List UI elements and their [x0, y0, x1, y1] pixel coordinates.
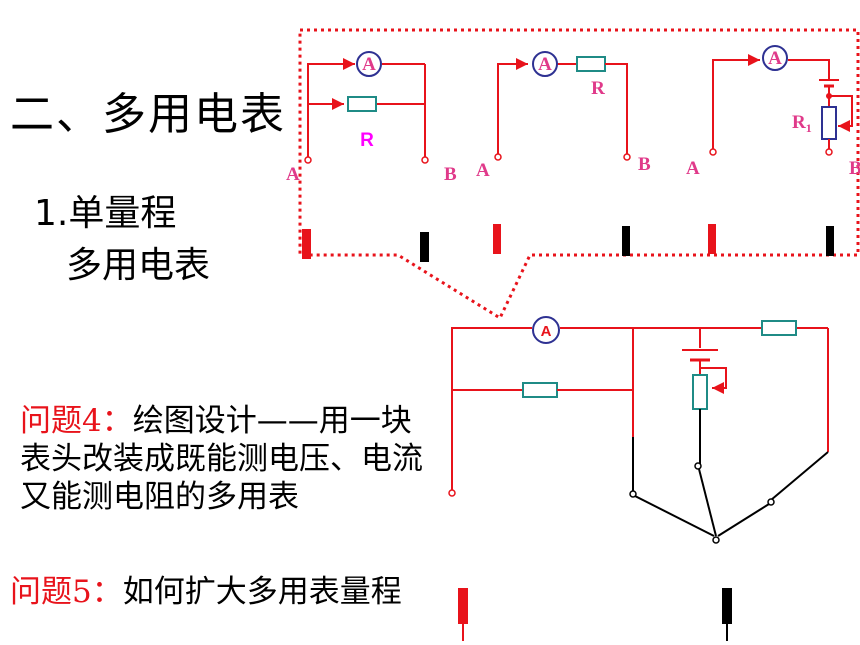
- terminal-a: [304, 156, 312, 164]
- ammeter-symbol: [356, 51, 382, 77]
- switch-contact-1: [629, 490, 637, 498]
- terminal-b: [421, 156, 429, 164]
- ammeter-symbol: [532, 51, 558, 77]
- terminal-b-label: B: [638, 154, 651, 175]
- terminal-a: [494, 153, 502, 161]
- terminal-a-label: A: [686, 158, 700, 179]
- terminal-b: [825, 148, 833, 156]
- terminal-a: [709, 148, 717, 156]
- rheostat: [692, 374, 708, 410]
- shunt-resistor-label: R: [360, 130, 374, 151]
- ammeter-label: A: [541, 323, 552, 340]
- rheostat: [821, 106, 837, 140]
- probe-black: [420, 232, 429, 262]
- ammeter-symbol: [532, 316, 560, 344]
- page-title: 二、多用电表: [10, 89, 286, 140]
- circuit-ohmmeter: A R1 A B: [686, 45, 860, 256]
- section-heading: 1.单量程: [34, 193, 177, 234]
- question-5: 问题5：如何扩大多用表量程: [10, 566, 402, 611]
- ammeter-label: A: [538, 54, 552, 75]
- question-4-text: 绘图设计——用一块表头改装成既能测电压、电流又能测电阻的多用表: [20, 403, 423, 515]
- terminal-b-label: B: [444, 164, 457, 185]
- switch-contact-3: [767, 498, 775, 506]
- shunt-resistor: [522, 382, 558, 398]
- series-resistor: [761, 320, 797, 336]
- rheostat-label: R1: [792, 112, 812, 135]
- question-5-text: 如何扩大多用表量程: [122, 574, 402, 610]
- switch-contact-2: [694, 462, 702, 470]
- series-resistor: [576, 56, 606, 72]
- probe-black: [826, 226, 834, 256]
- battery-symbol: [819, 79, 839, 88]
- probe-black: [622, 226, 630, 256]
- question-4: 问题4：绘图设计——用一块表头改装成既能测电压、电流又能测电阻的多用表: [20, 402, 440, 516]
- circuit-ammeter-series: A R A B: [476, 51, 651, 256]
- terminal-a-label: A: [286, 164, 300, 185]
- terminal-left: [448, 489, 456, 497]
- battery-symbol: [682, 349, 718, 362]
- probe-red: [493, 224, 501, 254]
- selector-switch-pivot: [712, 536, 720, 544]
- question-5-label: 问题5：: [10, 574, 123, 610]
- shunt-resistor: [347, 96, 377, 112]
- dotted-callout-outline: [298, 28, 860, 321]
- terminal-a-label: A: [476, 160, 490, 181]
- ammeter-label: A: [768, 48, 782, 69]
- circuit-combined-multimeter: A: [448, 316, 829, 641]
- probe-black: [722, 588, 732, 641]
- ammeter-label: A: [362, 54, 376, 75]
- terminal-b: [623, 153, 631, 161]
- probe-red: [458, 588, 468, 641]
- terminal-b-label: B: [849, 158, 860, 179]
- section-heading-continued: 多用电表: [66, 245, 211, 286]
- series-resistor-label: R: [591, 78, 605, 99]
- circuit-ammeter-shunt: A R A B: [286, 51, 457, 262]
- question-4-label: 问题4：: [20, 403, 133, 439]
- ammeter-symbol: [762, 45, 788, 71]
- probe-red: [302, 229, 311, 259]
- probe-red: [708, 224, 716, 254]
